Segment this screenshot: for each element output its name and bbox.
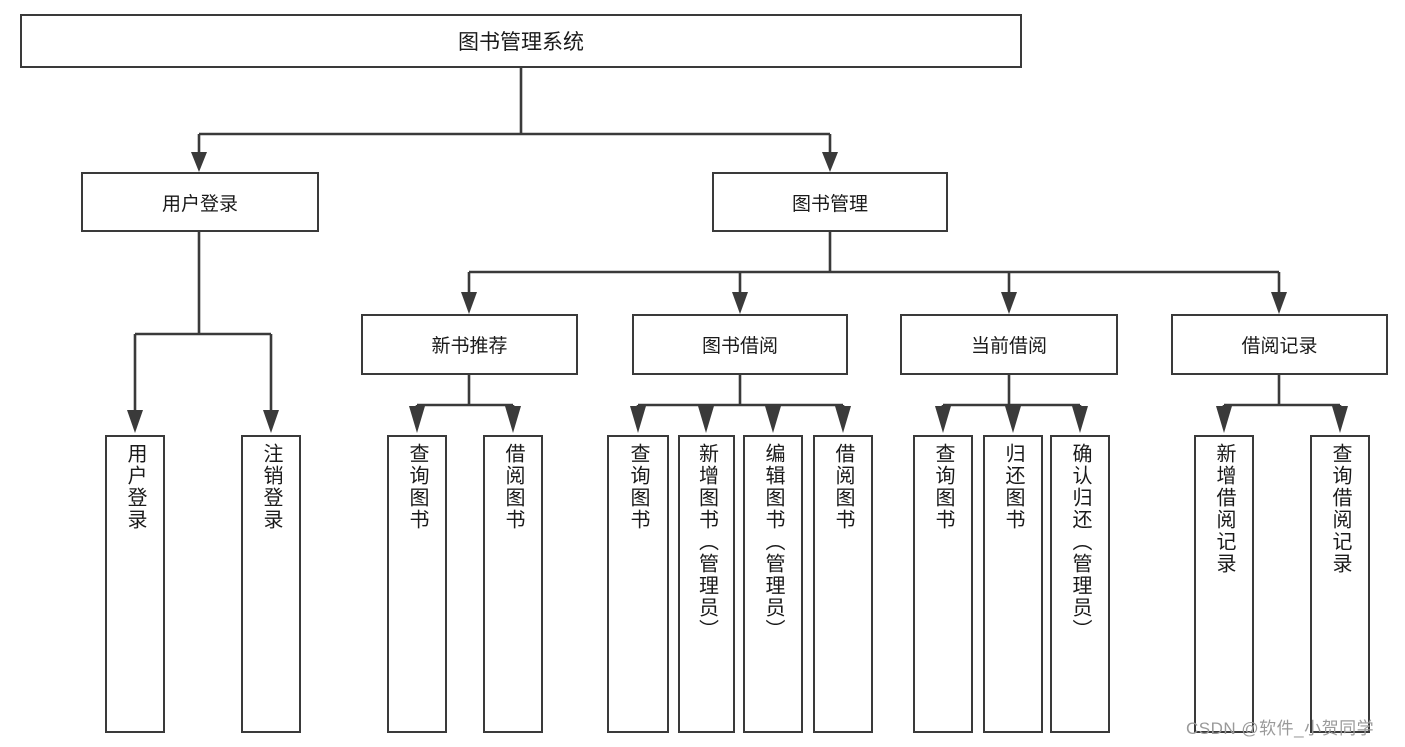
node-user-login-label: 用户登录 — [161, 193, 238, 215]
node-leaf-query-record[interactable]: 查询借阅记录 — [1310, 435, 1370, 733]
node-leaf-logout[interactable]: 注销登录 — [241, 435, 301, 733]
arrow-head-borrow-record — [1271, 292, 1287, 314]
arrow-head-current-borrow — [1001, 292, 1017, 314]
node-current-borrow[interactable]: 当前借阅 — [900, 314, 1118, 375]
node-leaf-query-book-3[interactable]: 查询图书 — [913, 435, 973, 733]
node-root-label: 图书管理系统 — [458, 31, 584, 54]
arrow-head-leaf-query-book-1 — [409, 406, 425, 433]
arrow-head-leaf-return-book — [1005, 406, 1021, 433]
node-leaf-logout-label: 注销登录 — [260, 443, 282, 531]
arrow-head-leaf-confirm-return — [1072, 406, 1088, 433]
node-leaf-confirm-return-label: 确认归还（管理员） — [1069, 443, 1091, 641]
node-leaf-user-login-label: 用户登录 — [124, 443, 146, 531]
arrow-head-leaf-borrow-book-2 — [835, 406, 851, 433]
arrow-head-new-book-recommend — [461, 292, 477, 314]
csdn-watermark: CSDN @软件_小贺同学 — [1186, 719, 1375, 738]
node-leaf-query-book-1[interactable]: 查询图书 — [387, 435, 447, 733]
node-leaf-query-book-1-label: 查询图书 — [406, 443, 428, 531]
node-current-borrow-label: 当前借阅 — [970, 336, 1047, 357]
arrow-head-leaf-add-book — [698, 406, 714, 433]
node-leaf-add-record[interactable]: 新增借阅记录 — [1194, 435, 1254, 733]
arrow-head-book-management — [822, 152, 838, 172]
node-leaf-borrow-book-1-label: 借阅图书 — [502, 443, 524, 531]
node-borrow-record-label: 借阅记录 — [1241, 336, 1318, 357]
node-book-borrow[interactable]: 图书借阅 — [632, 314, 848, 375]
node-borrow-record[interactable]: 借阅记录 — [1171, 314, 1388, 375]
node-leaf-user-login[interactable]: 用户登录 — [105, 435, 165, 733]
node-leaf-return-book-label: 归还图书 — [1002, 443, 1024, 531]
node-leaf-edit-book-label: 编辑图书（管理员） — [762, 443, 784, 641]
node-leaf-add-book[interactable]: 新增图书（管理员） — [678, 435, 735, 733]
node-leaf-add-record-label: 新增借阅记录 — [1213, 443, 1235, 575]
node-book-management[interactable]: 图书管理 — [712, 172, 948, 232]
arrow-head-leaf-user-login — [127, 410, 143, 433]
arrow-head-leaf-edit-book — [765, 406, 781, 433]
arrow-head-leaf-logout — [263, 410, 279, 433]
arrow-head-leaf-query-book-2 — [630, 406, 646, 433]
node-leaf-query-book-2-label: 查询图书 — [627, 443, 649, 531]
node-leaf-borrow-book-2[interactable]: 借阅图书 — [813, 435, 873, 733]
node-leaf-query-book-3-label: 查询图书 — [932, 443, 954, 531]
node-leaf-edit-book[interactable]: 编辑图书（管理员） — [743, 435, 803, 733]
node-leaf-confirm-return[interactable]: 确认归还（管理员） — [1050, 435, 1110, 733]
arrow-head-book-borrow — [732, 292, 748, 314]
node-book-management-label: 图书管理 — [791, 193, 868, 215]
node-book-borrow-label: 图书借阅 — [701, 336, 778, 357]
node-leaf-query-book-2[interactable]: 查询图书 — [607, 435, 669, 733]
node-leaf-borrow-book-2-label: 借阅图书 — [832, 443, 854, 531]
node-root[interactable]: 图书管理系统 — [20, 14, 1022, 68]
arrow-head-leaf-add-record — [1216, 406, 1232, 433]
node-new-book-recommend-label: 新书推荐 — [431, 336, 508, 357]
arrow-head-leaf-query-book-3 — [935, 406, 951, 433]
node-leaf-add-book-label: 新增图书（管理员） — [695, 443, 718, 641]
node-leaf-query-record-label: 查询借阅记录 — [1329, 443, 1351, 575]
node-leaf-return-book[interactable]: 归还图书 — [983, 435, 1043, 733]
arrow-head-leaf-borrow-book-1 — [505, 406, 521, 433]
arrow-head-leaf-query-record — [1332, 406, 1348, 433]
node-new-book-recommend[interactable]: 新书推荐 — [361, 314, 578, 375]
node-leaf-borrow-book-1[interactable]: 借阅图书 — [483, 435, 543, 733]
arrow-head-user-login — [191, 152, 207, 172]
node-user-login[interactable]: 用户登录 — [81, 172, 319, 232]
